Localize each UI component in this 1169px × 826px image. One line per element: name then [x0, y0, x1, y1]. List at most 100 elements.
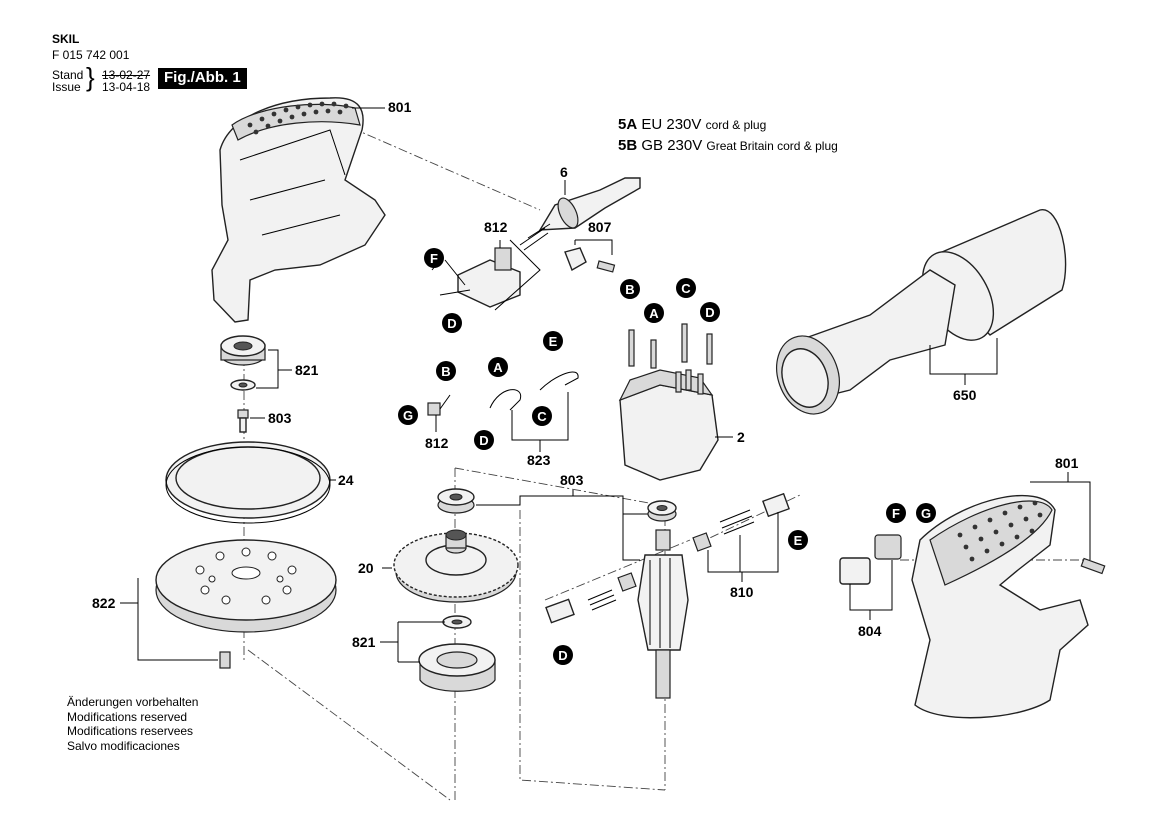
fan-bearing-part [437, 488, 475, 514]
modification-notes: Änderungen vorbehalten Modifications res… [67, 695, 198, 753]
label-803-screw: 803 [268, 410, 292, 426]
note-line-de: Änderungen vorbehalten [67, 695, 199, 709]
svg-text:D: D [558, 648, 567, 663]
cord-spec: EU 230V [641, 116, 702, 133]
label-2: 2 [737, 429, 745, 445]
label-821-top: 821 [295, 362, 319, 378]
note-line-es: Salvo modificaciones [67, 738, 180, 753]
leader-823 [511, 392, 569, 452]
svg-text:F: F [430, 251, 438, 266]
badge-e-left: E [543, 331, 563, 351]
leader-812-top [494, 239, 541, 311]
armature-bearing-part [647, 500, 677, 522]
armature-part [637, 529, 689, 699]
bearing-part [220, 335, 266, 391]
svg-text:D: D [479, 433, 488, 448]
issue-label: Issue [52, 80, 81, 94]
badge-d-bottom: D [553, 645, 573, 665]
badge-f-top: F [424, 248, 444, 268]
badge-a-left: A [488, 357, 508, 377]
label-822: 822 [92, 595, 116, 611]
svg-text:B: B [441, 364, 450, 379]
label-801-top: 801 [388, 99, 412, 115]
sanding-pad-part [155, 539, 337, 633]
badge-f-right: F [886, 503, 906, 523]
leader-803-right [476, 490, 648, 561]
leader-810 [707, 512, 779, 582]
terminal-part [427, 394, 451, 416]
housing-half-top [211, 97, 386, 323]
fan-part [393, 529, 519, 603]
cord-option-5a: 5A EU 230V cord & plug [618, 116, 766, 134]
cord-code: 5A [618, 116, 638, 133]
dust-canister-part [776, 209, 1067, 415]
svg-text:C: C [537, 409, 547, 424]
label-804: 804 [858, 623, 882, 639]
leader-822 [120, 578, 218, 661]
svg-text:D: D [447, 316, 456, 331]
cord-relief-part [519, 177, 641, 251]
leader-821-bottom [380, 621, 445, 663]
letter-badges: F D B A C D B G A D E C E D F G [398, 248, 936, 665]
note-line-fr: Modifications reservees [67, 724, 194, 738]
svg-text:F: F [892, 506, 900, 521]
svg-text:A: A [493, 360, 503, 375]
washer-nut-part [418, 615, 496, 692]
label-821-bottom: 821 [352, 634, 376, 650]
switch-part [431, 247, 521, 308]
badge-c-mid: C [676, 278, 696, 298]
brand-name: SKIL [52, 32, 80, 46]
wire-set-part [489, 371, 579, 411]
part-number: F 015 742 001 [52, 48, 130, 62]
label-24: 24 [338, 472, 354, 488]
leader-821-top [256, 349, 292, 389]
housing-half-right [911, 494, 1106, 719]
terminal-pins [628, 323, 713, 369]
svg-text:G: G [921, 506, 931, 521]
badge-g-right: G [916, 503, 936, 523]
cord-desc: cord & plug [705, 118, 767, 132]
svg-text:D: D [705, 305, 714, 320]
badge-e-right: E [788, 530, 808, 550]
grip-dots [247, 101, 349, 135]
leader-650 [929, 338, 998, 385]
label-803-right: 803 [560, 472, 584, 488]
switch-button-part [839, 534, 902, 585]
cord-desc: Great Britain cord & plug [706, 139, 838, 153]
leader-804 [849, 560, 893, 620]
svg-text:E: E [794, 533, 803, 548]
svg-text:A: A [649, 306, 659, 321]
svg-text:C: C [681, 281, 691, 296]
label-6: 6 [560, 164, 568, 180]
badge-g-left: G [398, 405, 418, 425]
svg-text:B: B [625, 282, 634, 297]
stator-part [618, 369, 719, 481]
label-810: 810 [730, 584, 754, 600]
label-812-top: 812 [484, 219, 508, 235]
issue-date: 13-04-18 [102, 80, 151, 94]
svg-text:G: G [403, 408, 413, 423]
badge-d-mid: D [700, 302, 720, 322]
cord-option-5b: 5B GB 230V Great Britain cord & plug [618, 137, 838, 155]
note-line-en: Modifications reserved [67, 709, 188, 724]
figure-label: Fig./Abb. 1 [158, 68, 247, 89]
label-650: 650 [953, 387, 977, 403]
cord-spec: GB 230V [641, 137, 703, 154]
leader-807 [574, 239, 613, 255]
brush-spring-set [545, 492, 790, 624]
badge-d-top: D [442, 313, 462, 333]
stand-date: 13-02-27 [102, 68, 151, 82]
pad-screw-part [219, 651, 231, 669]
stand-label: Stand [52, 68, 84, 82]
label-812-left: 812 [425, 435, 449, 451]
brace-icon: } [86, 62, 95, 92]
badge-a-mid: A [644, 303, 664, 323]
seal-ring-part [165, 441, 331, 524]
label-20: 20 [358, 560, 374, 576]
leader-801-right [1030, 472, 1091, 560]
badge-d-left: D [474, 430, 494, 450]
cord-code: 5B [618, 137, 638, 154]
cord-clamp-part [564, 247, 616, 273]
label-801-right: 801 [1055, 455, 1079, 471]
